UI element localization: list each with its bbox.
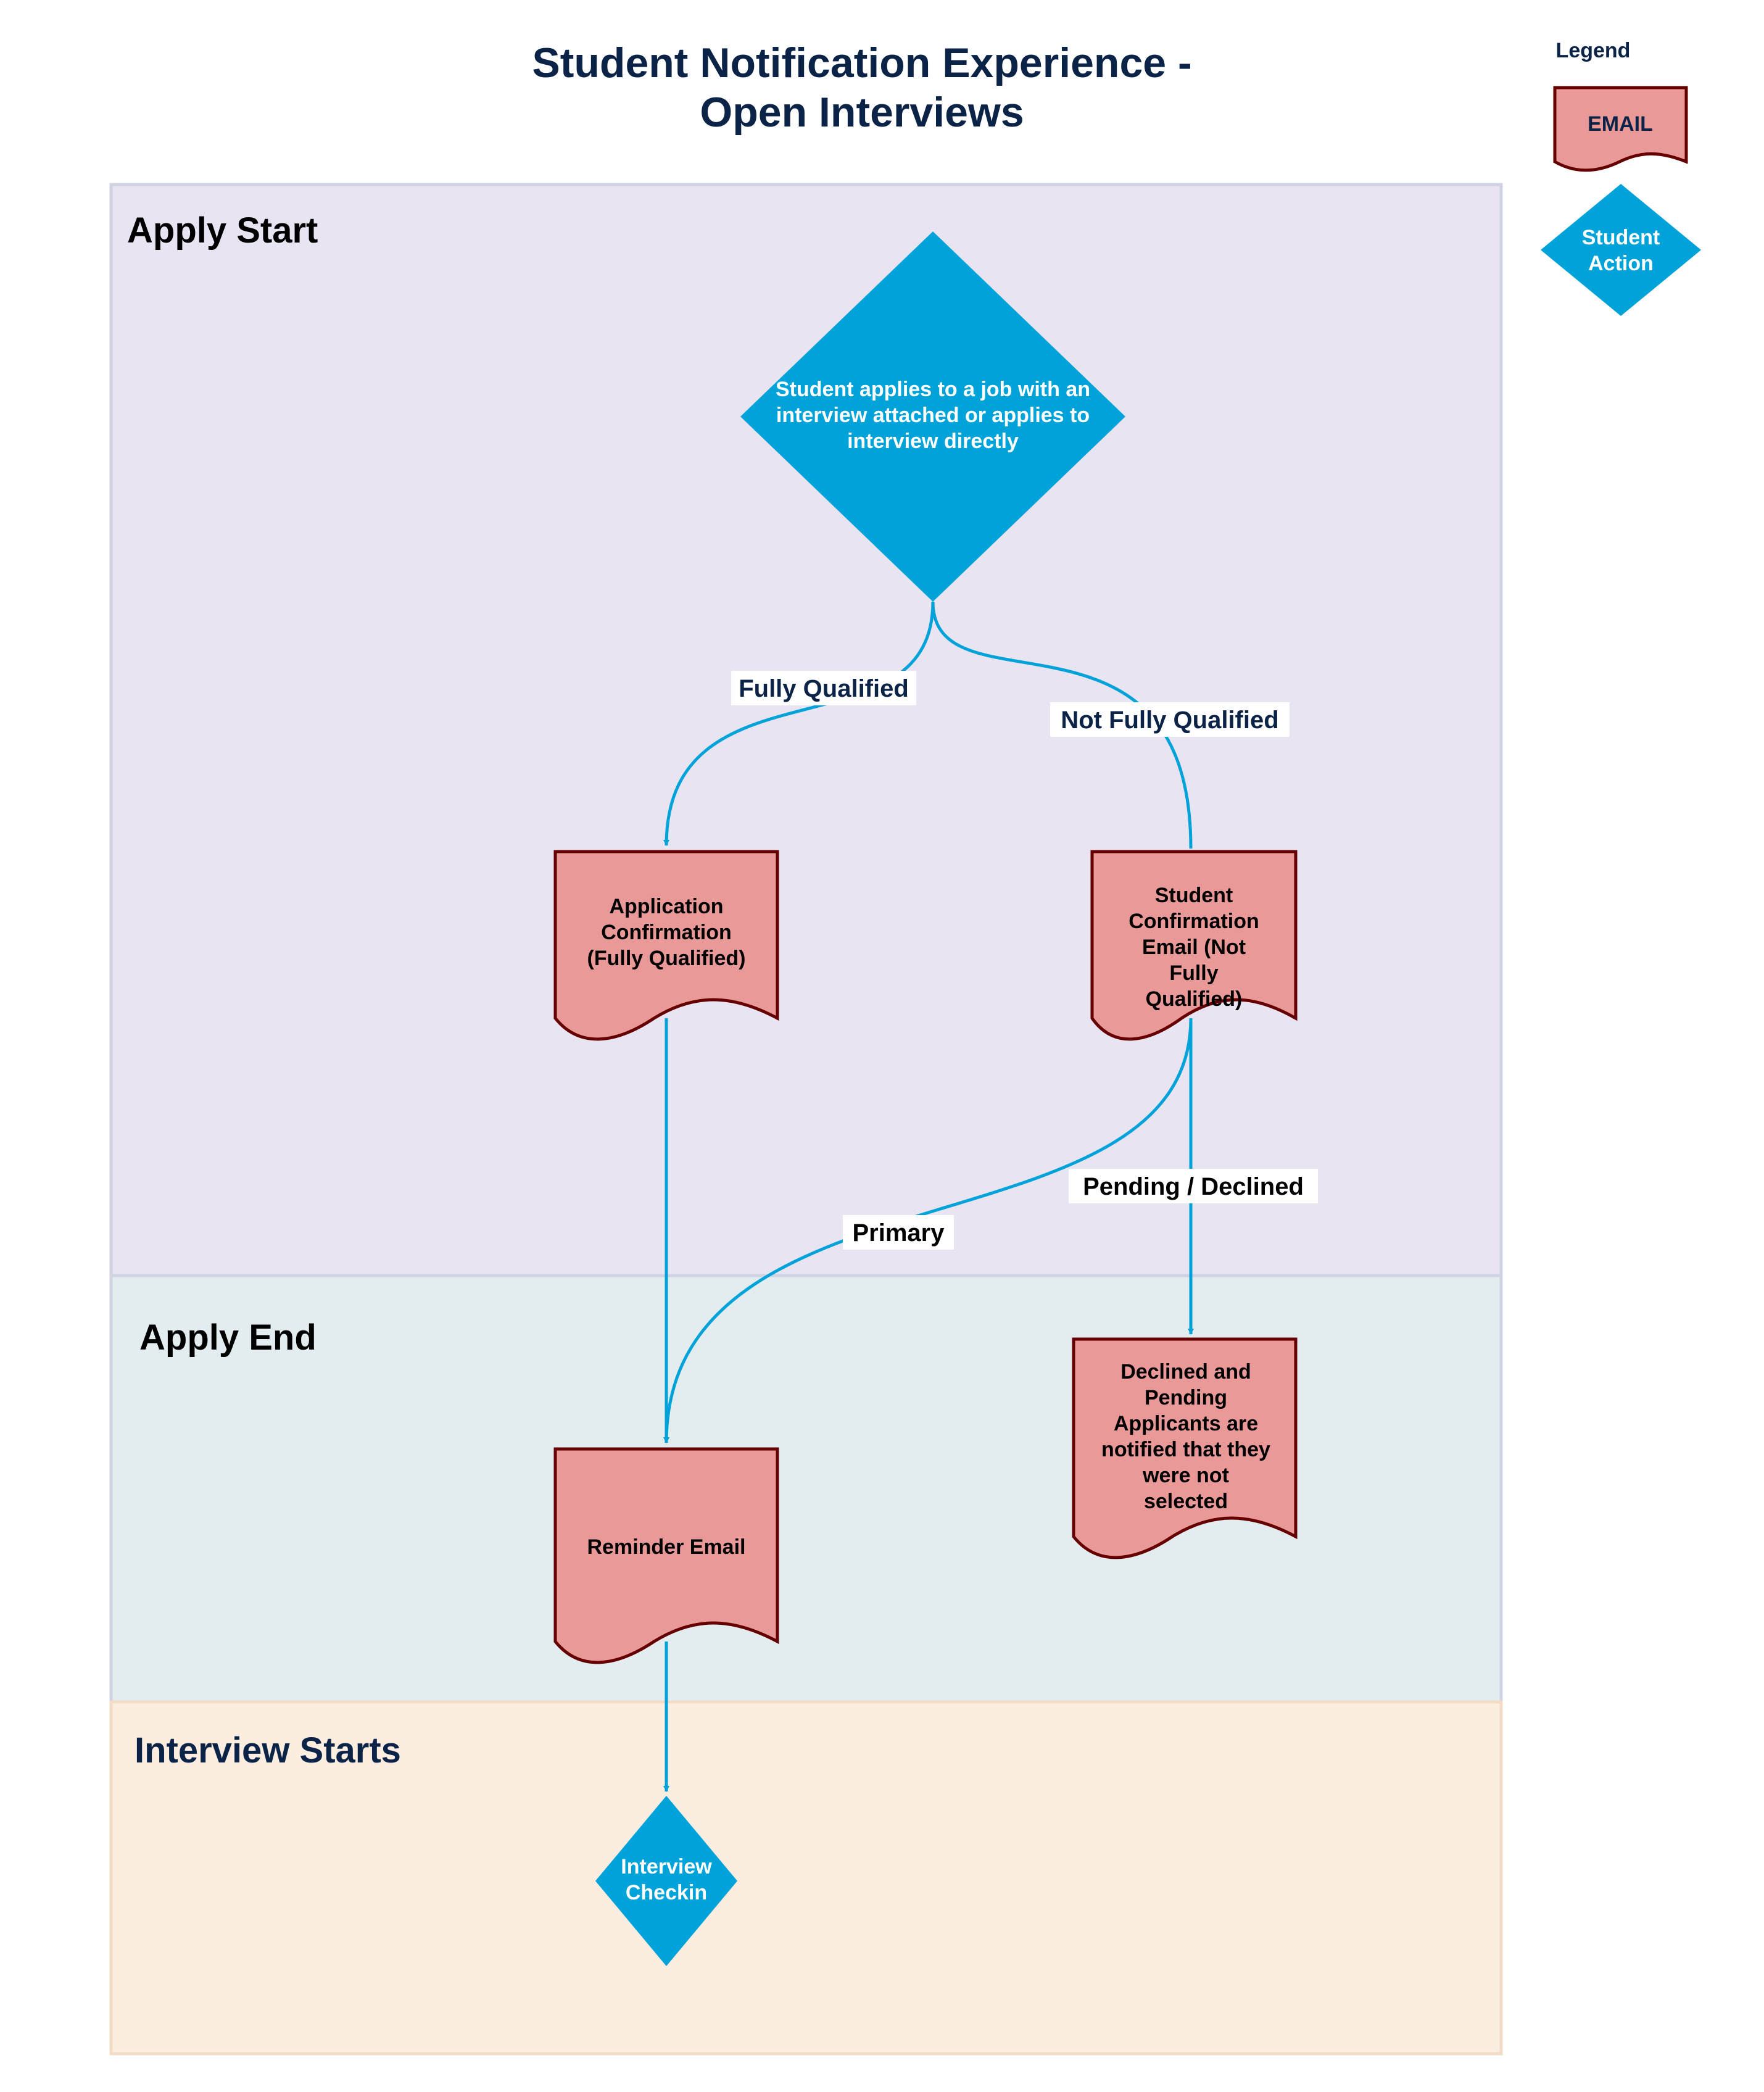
node-reminder-email: Reminder Email	[553, 1447, 779, 1664]
node-text-line: Reminder Email	[587, 1535, 746, 1559]
legend-email-shape	[1553, 86, 1688, 172]
node-text-line: Confirmation	[1128, 910, 1259, 933]
edge-labels: Fully Qualified Not Fully Qualified Prim…	[731, 671, 1318, 1250]
node-text-line: Confirmation	[601, 921, 732, 944]
node-text-line: Student	[1155, 884, 1233, 907]
node-text-line: Declined and	[1120, 1360, 1251, 1384]
edge-label-pending-declined: Pending / Declined	[1083, 1173, 1304, 1200]
edge-fully-qualified	[663, 601, 935, 846]
node-student-confirmation: Student Confirmation Email (Not Fully Qu…	[1090, 850, 1298, 1041]
node-text-line: Applicants are	[1114, 1412, 1258, 1435]
node-text-line: interview attached or applies to	[776, 404, 1090, 427]
node-text-line: Email (Not	[1142, 936, 1246, 959]
node-text-line: Checkin	[626, 1881, 707, 1904]
email-shape	[553, 850, 779, 1041]
legend-student-action-shape	[1541, 184, 1701, 316]
node-text-line: selected	[1144, 1490, 1228, 1513]
edge-label-bg-not-fully-qualified	[1050, 702, 1290, 737]
edge-primary	[663, 1018, 1193, 1443]
node-text-line: Application	[609, 895, 723, 918]
node-interview-checkin: Interview Checkin	[595, 1796, 737, 1966]
node-text-line: Qualified)	[1146, 987, 1243, 1011]
edge-label-primary: Primary	[853, 1219, 945, 1247]
node-declined-pending: Declined and Pending Applicants are noti…	[1072, 1337, 1298, 1559]
email-shape	[1072, 1337, 1298, 1559]
edge-label-not-fully-qualified: Not Fully Qualified	[1061, 707, 1278, 734]
email-shape	[553, 1447, 779, 1664]
node-text-line: notified that they	[1101, 1438, 1270, 1461]
lane-label-apply-start: Apply Start	[127, 210, 318, 251]
diamond-shape	[595, 1796, 737, 1966]
node-text-line: Pending	[1145, 1386, 1227, 1409]
title-line-2: Open Interviews	[700, 89, 1024, 136]
node-text-line: were not	[1142, 1464, 1229, 1487]
lane-interview-starts	[109, 1700, 1503, 2056]
node-application-confirmation: Application Confirmation (Fully Qualifie…	[553, 850, 779, 1041]
lane-label-apply-end: Apply End	[139, 1318, 317, 1358]
legend: Legend EMAIL Student Action	[1541, 39, 1701, 316]
node-text-line: (Fully Qualified)	[587, 947, 746, 970]
edge-label-bg-primary	[843, 1215, 954, 1250]
node-student-applies: Student applies to a job with an intervi…	[740, 231, 1125, 602]
node-text-line: interview directly	[847, 430, 1019, 453]
edge-not-fully-qualified	[931, 601, 1193, 849]
diagram-title: Student Notification Experience - Open I…	[532, 39, 1191, 136]
edge-label-bg-fully-qualified	[731, 671, 916, 705]
legend-student-action-label: Student	[1582, 226, 1660, 249]
legend-email-label: EMAIL	[1588, 112, 1653, 136]
title-line-1: Student Notification Experience -	[532, 39, 1191, 86]
node-text-line: Interview	[621, 1855, 712, 1878]
lane-label-interview-starts: Interview Starts	[135, 1730, 401, 1770]
legend-student-action-label: Action	[1588, 252, 1654, 275]
edge-label-fully-qualified: Fully Qualified	[739, 675, 909, 702]
email-shape	[1090, 850, 1298, 1041]
node-text-line: Student applies to a job with an	[776, 378, 1090, 401]
diamond-shape	[740, 231, 1125, 602]
lane-apply-start	[109, 183, 1503, 1277]
legend-title: Legend	[1556, 39, 1631, 62]
node-text-line: Fully	[1169, 961, 1218, 985]
edge-label-bg-pending-declined	[1069, 1169, 1318, 1203]
